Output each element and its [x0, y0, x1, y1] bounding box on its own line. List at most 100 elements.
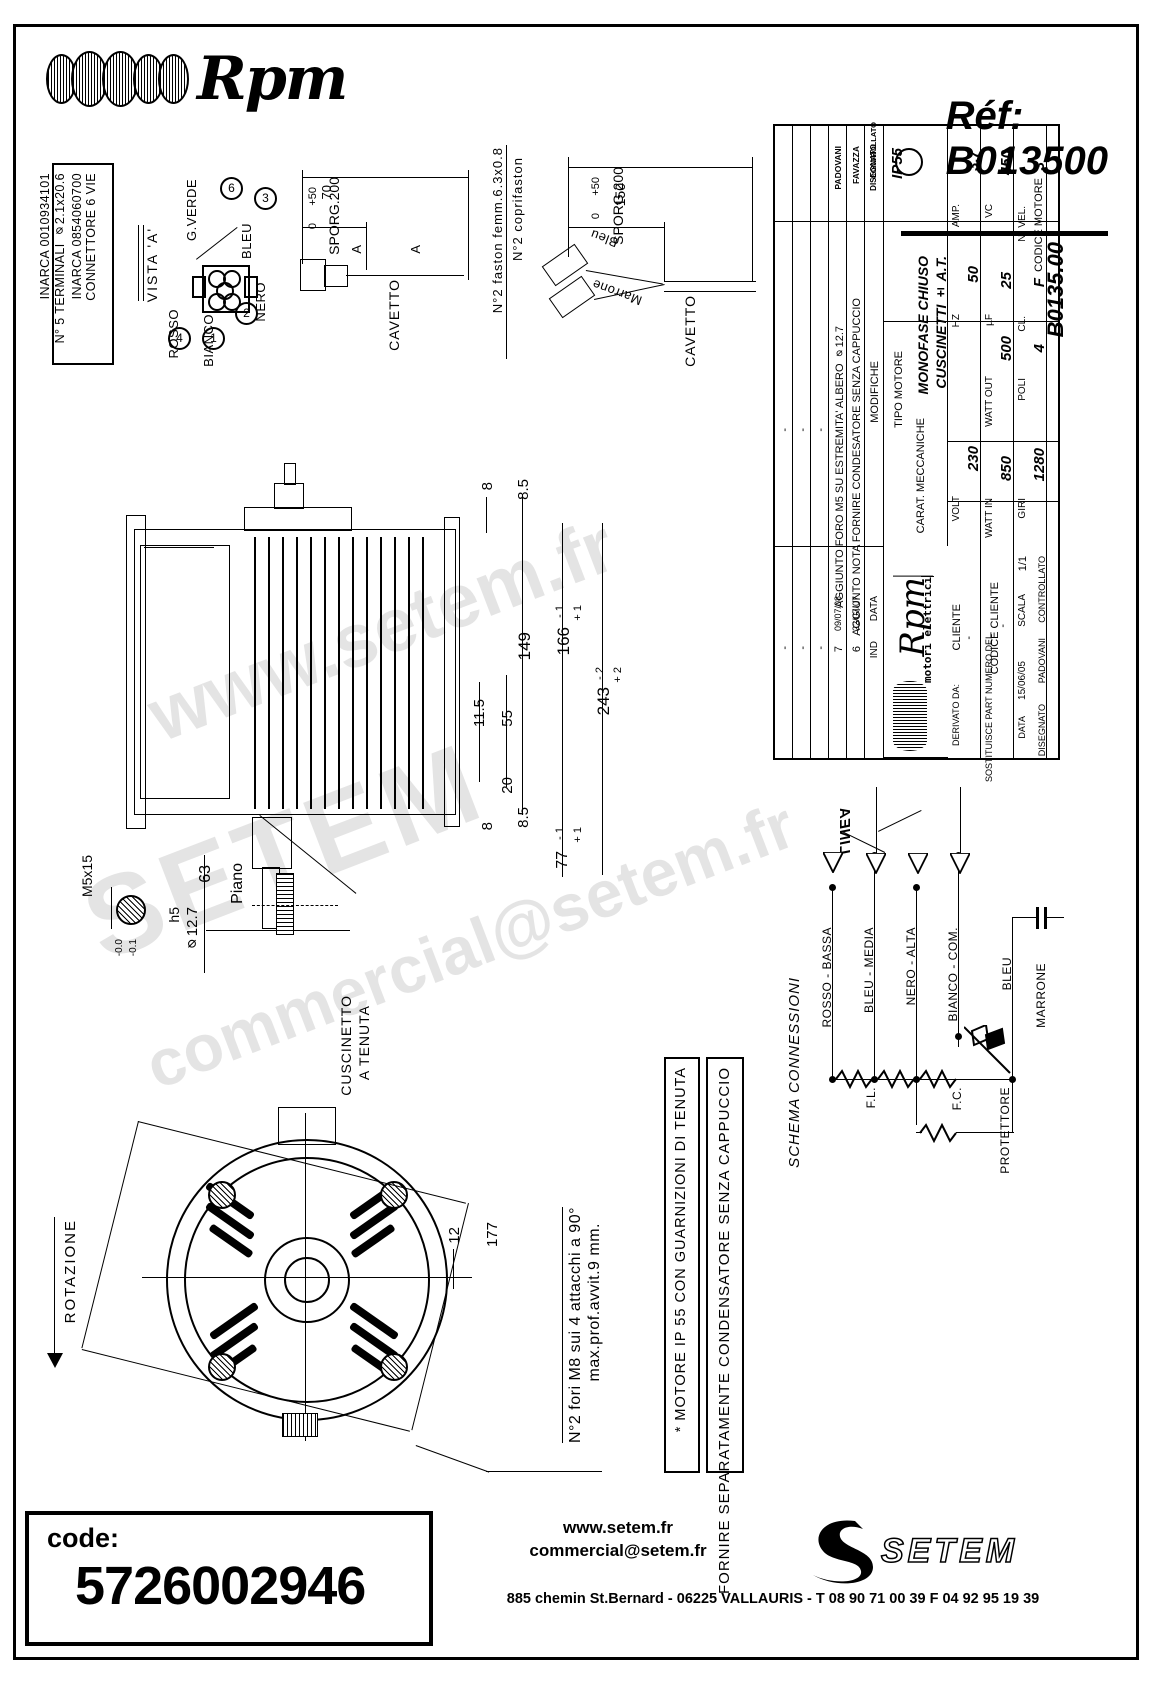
cap-label-marrone: MARRONE: [1034, 963, 1048, 1028]
tb-value-wattin: 850: [998, 456, 1015, 482]
dim-sporg-left: SPORG.200: [326, 177, 342, 255]
connector-note-box: CONNETTORE 6 VIE INARCA 0854060700 N° 5 …: [38, 163, 114, 365]
note-box-fornire: FORNIRE SEPARATAMENTE CONDENSATORE SENZA…: [706, 1057, 744, 1594]
tb-tipo-motore-value: MONOFASE CHIUSO: [915, 256, 931, 395]
protector-switch-icon: [964, 1025, 1011, 1074]
dim-h5-tol-p: -0.0: [114, 939, 125, 957]
cavetto-ext-left: [302, 222, 304, 264]
tb-rev-text-6: AGGIUNTO NOTA FORNIRE CONDESATORE SENZA …: [851, 298, 863, 636]
tb-rev-ind-4: -: [797, 646, 809, 650]
tb-value-wattout: 500: [998, 336, 1015, 362]
motor-flange-left: [126, 515, 146, 829]
cavetto-label-left: CAVETTO: [386, 279, 402, 351]
dim-177: 177: [484, 1222, 501, 1248]
wire-label-marrone-right: Marrone: [590, 276, 644, 309]
dim-243: 243: [594, 687, 613, 716]
tb-rev-ind-3b: -: [779, 428, 791, 432]
motor-terminal-box: [244, 507, 352, 531]
dim-12-line: [453, 1249, 455, 1289]
tb-label-poli: POLI: [1017, 378, 1028, 401]
cavetto-cable-left: [346, 275, 464, 277]
label-rotazione: ROTAZIONE: [62, 1219, 79, 1324]
mount-hole-1: [208, 1181, 236, 1209]
dim-166: 166: [554, 627, 573, 656]
footer-email[interactable]: commercial@setem.fr: [529, 1540, 707, 1560]
tb-col-rev7: [829, 126, 847, 758]
code-box: code: 5726002946: [25, 1511, 433, 1646]
dim150-ext1: [568, 157, 570, 257]
tb-data-value: 15/06/05: [1017, 661, 1028, 700]
dim-h5-tol-m: -0.1: [128, 939, 139, 957]
connector-note-line1: CONNETTORE 6 VIE: [84, 173, 98, 301]
callout-a-tenuta: A TENUTA: [356, 1005, 372, 1081]
tb-value-uf: 25: [998, 272, 1015, 289]
dim150-line: [568, 227, 664, 229]
linea-arrow-1: [823, 852, 843, 873]
dim-sporg-right: SPORG.200: [610, 167, 626, 245]
cavetto-cable-right2: [664, 291, 756, 293]
connector-note-line3: N° 5 TERMINALI ⌀2.1x20.6: [53, 173, 67, 344]
tb-row-2: [884, 222, 1058, 322]
tb-row-4: [775, 546, 884, 547]
fan-hub-center: [284, 1257, 330, 1303]
connector-note-line2: INARCA 0854060700: [70, 173, 84, 300]
tb-rev-text-7: AGGIUNTO FORO M5 SU ESTREMITA' ALBERO ⌀1…: [834, 326, 846, 608]
tb-data-header: DATA: [869, 596, 880, 622]
dim-85-bot: 8.5: [515, 807, 532, 828]
leader-gverde: [196, 226, 238, 261]
tb-col-giri: [1014, 126, 1047, 758]
cap-label-bleu: BLEU: [1000, 957, 1014, 991]
tb-row-3: [948, 322, 1058, 442]
label-piano: Piano: [229, 863, 246, 904]
dim-149: 149: [515, 632, 534, 661]
tb-brand-sub: motori elettrici: [921, 576, 934, 683]
m5-ext: [111, 887, 113, 929]
linea-arrow-3: [906, 852, 930, 879]
dim-166-tol-plus: + 1: [572, 605, 584, 621]
projection-cone-icon: [895, 178, 915, 204]
fan-hub: [264, 1237, 350, 1323]
linea-arrow-2: [864, 852, 888, 879]
tb-sostituisce-label: SOSTITUISCE PART NUMERO DEL: [984, 634, 994, 783]
arrow-line: [144, 547, 214, 549]
schema-linea-label: LINEA: [836, 807, 853, 855]
dim-243-tol-plus: + 2: [612, 667, 624, 683]
tb-value-nvel: 3: [1031, 162, 1048, 171]
m5-thread: [276, 873, 294, 935]
tb-modifiche-header: MODIFICHE: [869, 361, 881, 423]
mark-a-1: A: [349, 245, 364, 254]
tb-rev-ind-5b: -: [815, 428, 827, 432]
linea-main-2: [960, 787, 962, 853]
sporg-dim-line: [302, 177, 468, 179]
linea-arrow-4: [948, 852, 972, 879]
tb-rev-ind-6: 6: [851, 646, 863, 653]
tb-rev-ind-3: -: [779, 646, 791, 650]
rpm-logo: Rpm: [46, 49, 348, 109]
linea-branch-2: [878, 809, 922, 833]
tb-carat-label: CARAT. MECCANICHE: [915, 418, 927, 534]
tb-label-uf: µF: [984, 314, 995, 326]
tb-label-volt: VOLT: [951, 496, 962, 522]
rotazione-arrow-line: [54, 1217, 56, 1357]
projection-symbol-icon: [895, 148, 923, 176]
tb-scala-label: SCALA: [1017, 594, 1028, 627]
dim-166-tol-minus: - 1: [554, 605, 566, 618]
wire-label-bleu: BLEU: [239, 223, 254, 259]
vista-underline-1: [138, 225, 140, 301]
tb-label-wattin: WATT IN: [984, 498, 995, 538]
code-value: 5726002946: [75, 1556, 366, 1616]
cavetto-connector-left: [300, 259, 326, 291]
tb-label-nvel: N° VEL.: [1017, 206, 1028, 242]
fori-leader: [486, 1471, 602, 1473]
tb-sostituisce-value: -: [997, 624, 1009, 628]
pin-number-1: 1: [202, 327, 225, 350]
footer-website[interactable]: www.setem.fr: [563, 1518, 673, 1537]
vista-a-title: VISTA 'A': [144, 227, 160, 302]
tap-line-nero: [916, 887, 918, 1079]
tb-name-padovani: PADOVANI: [833, 146, 843, 190]
tb-derivato-value: -: [963, 636, 975, 640]
dim-sporg-right-tolm: 0: [590, 213, 602, 220]
sporg-ext-2: [468, 170, 470, 280]
rotazione-arrow-icon: [47, 1353, 63, 1374]
faston-note-2: N°2 coprifaston: [510, 157, 525, 262]
